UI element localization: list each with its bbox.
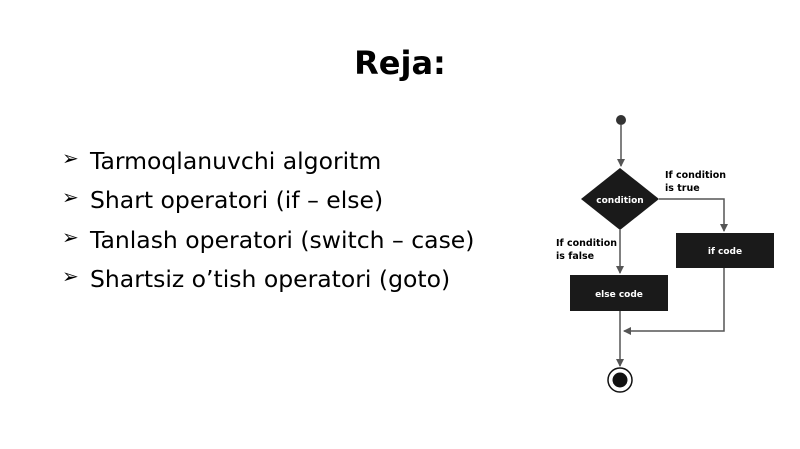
arrowhead-bullet-icon: ➢ (62, 145, 79, 170)
bullet-list: ➢ Tarmoqlanuvchi algoritm ➢ Shart operat… (62, 141, 474, 299)
list-item: ➢ Shart operatori (if – else) (62, 181, 474, 221)
end-node (612, 372, 628, 388)
list-item-text: Tarmoqlanuvchi algoritm (90, 146, 382, 175)
list-item-text: Shartsiz o’tish operatori (goto) (90, 265, 451, 294)
false-label-line1: If condition (556, 238, 617, 249)
start-node (616, 115, 626, 125)
if-code-label: if code (708, 247, 742, 257)
true-label-line1: If condition (665, 170, 726, 181)
list-item-text: Shart operatori (if – else) (90, 186, 384, 215)
else-code-box (570, 275, 668, 311)
arrowhead-bullet-icon: ➢ (62, 185, 79, 210)
condition-label: condition (596, 196, 643, 206)
slide-title: Reja: (354, 44, 446, 82)
condition-diamond (581, 168, 659, 230)
true-label-line2: is true (665, 183, 700, 194)
list-item: ➢ Tarmoqlanuvchi algoritm (62, 141, 474, 181)
else-code-label: else code (595, 290, 643, 300)
false-label-line2: is false (556, 251, 594, 262)
list-item: ➢ Tanlash operatori (switch – case) (62, 220, 474, 260)
arrowhead-bullet-icon: ➢ (62, 224, 79, 249)
if-code-box (676, 233, 774, 268)
arrowhead-bullet-icon: ➢ (62, 264, 79, 289)
arrow-if-merge (623, 268, 725, 335)
list-item-text: Tanlash operatori (switch – case) (90, 225, 475, 254)
list-item: ➢ Shartsiz o’tish operatori (goto) (62, 260, 474, 300)
arrow-true-branch (659, 198, 728, 232)
